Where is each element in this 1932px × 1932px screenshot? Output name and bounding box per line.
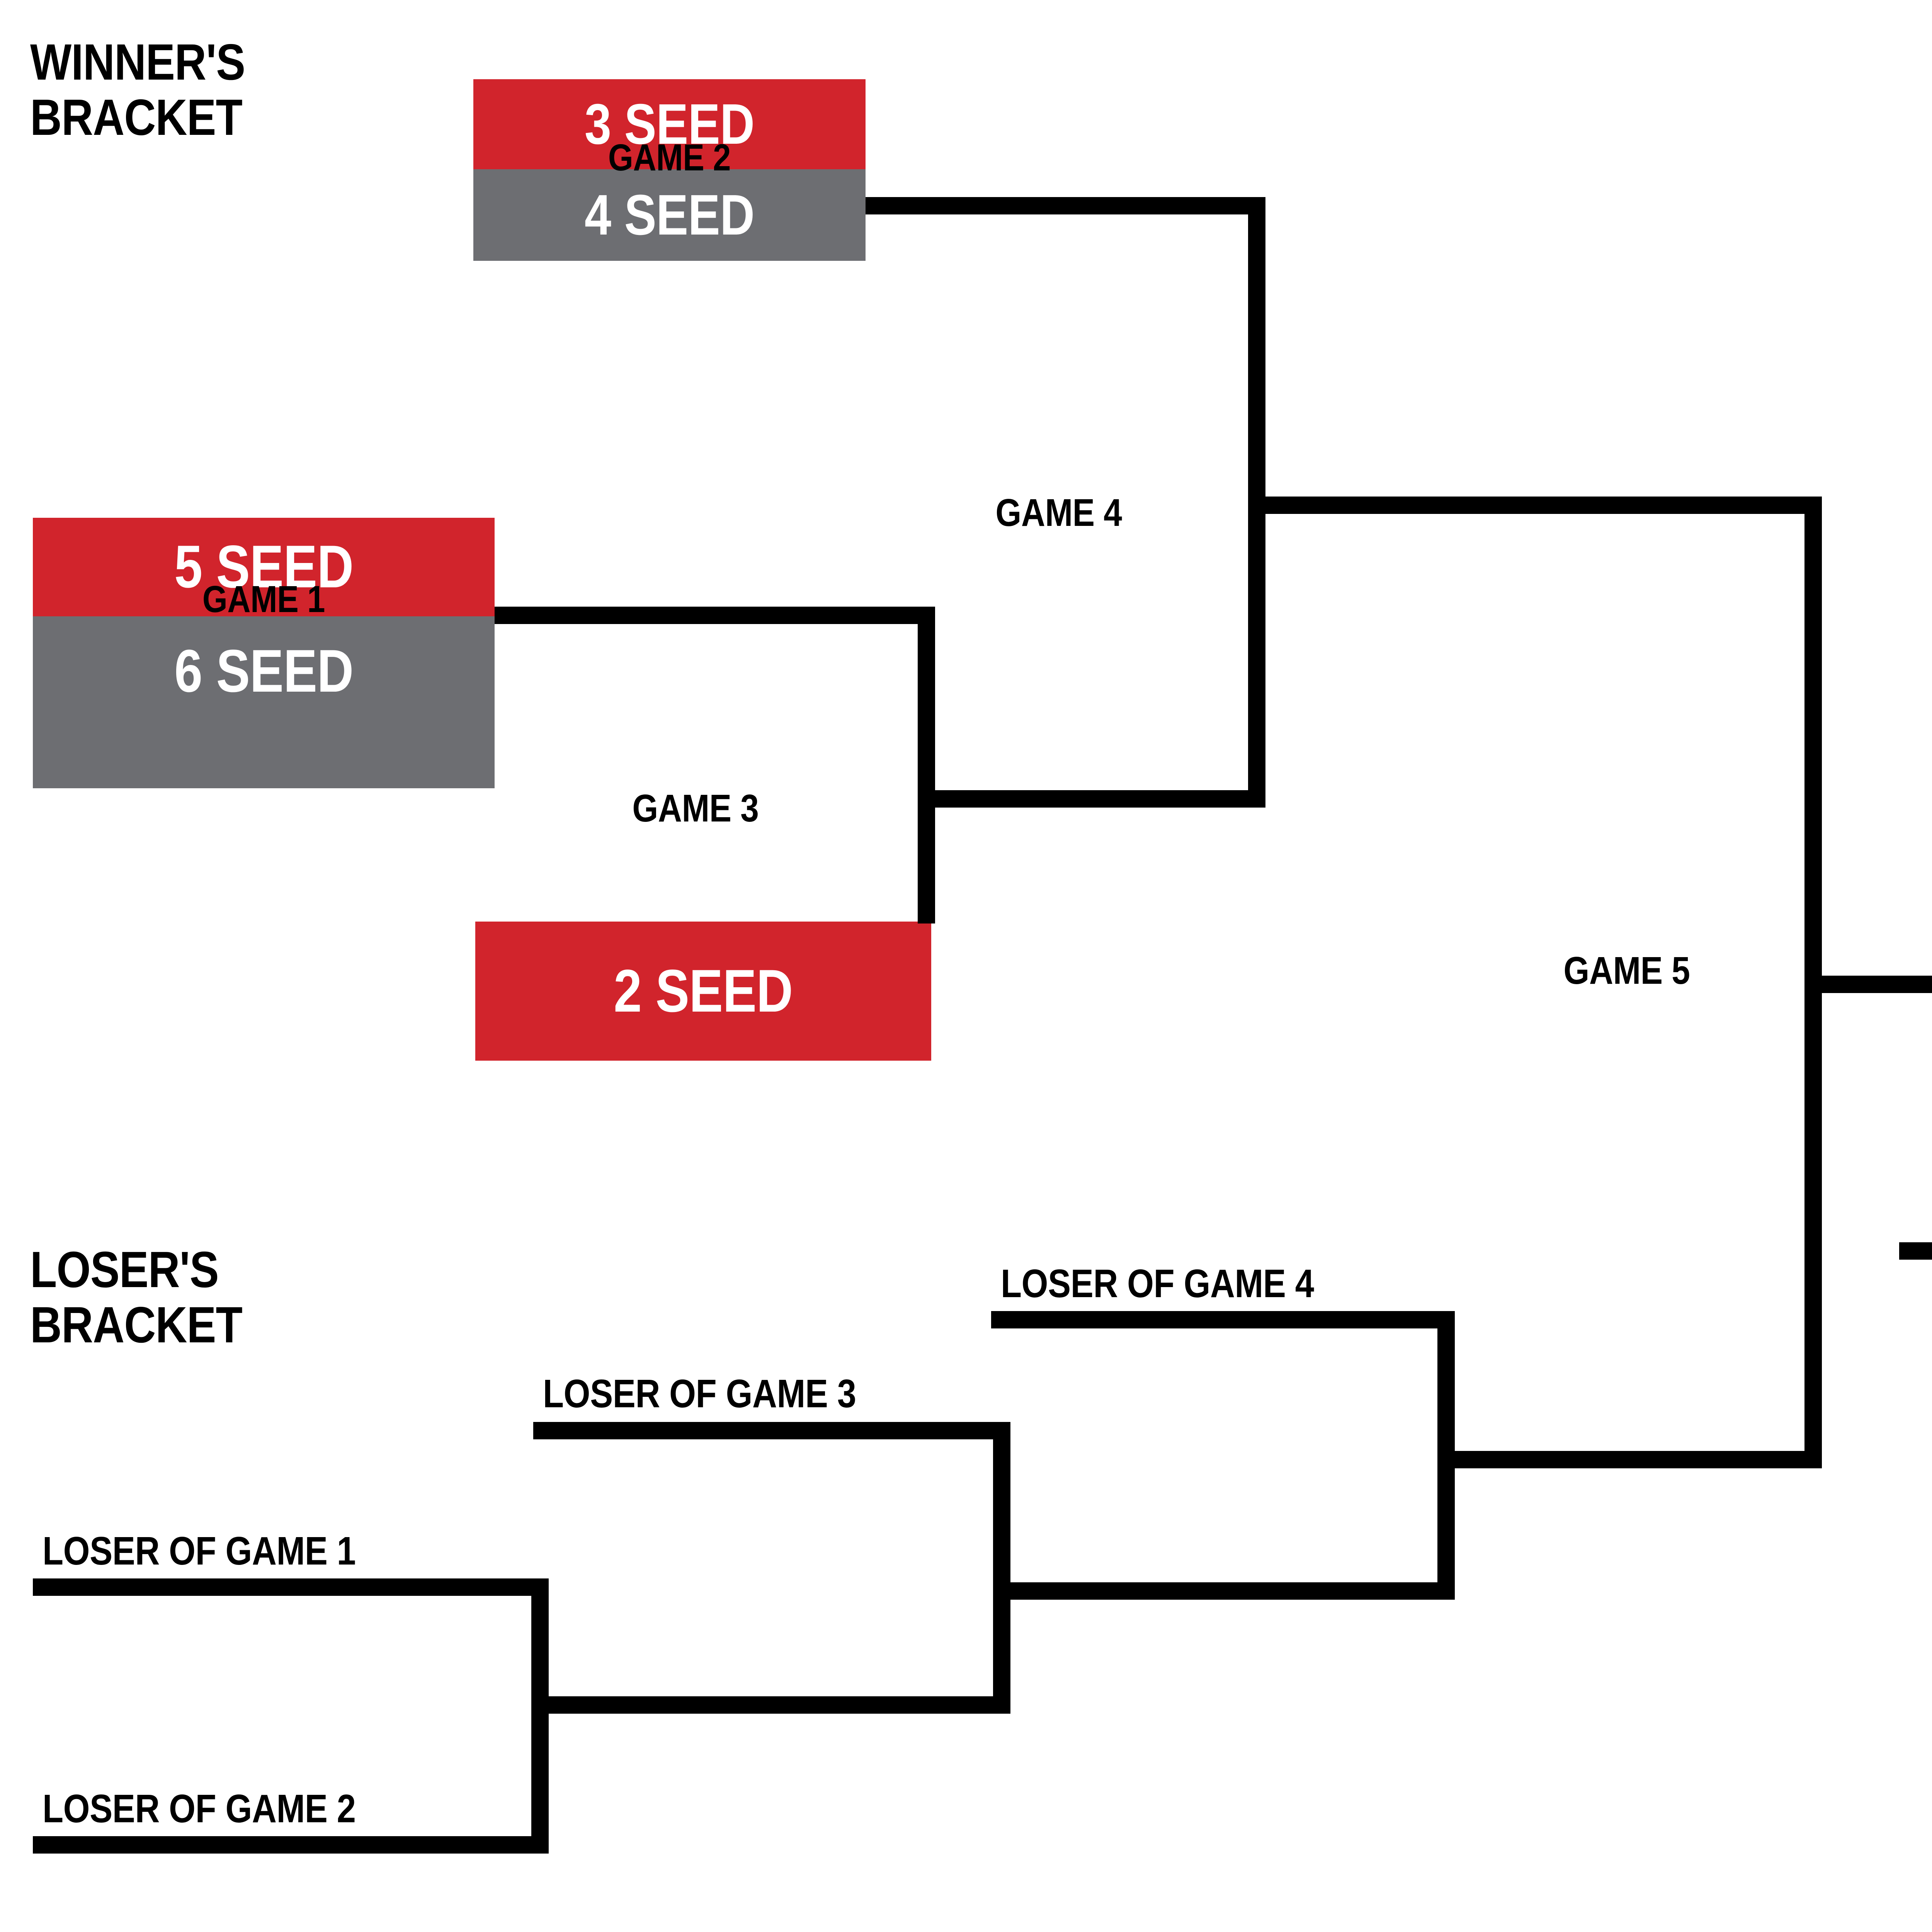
winners-bracket-title: WINNER'S BRACKET: [30, 34, 245, 146]
game-4-label: GAME 4: [995, 491, 1122, 534]
matchup-game-2[interactable]: 3 SEED 4 SEED: [473, 79, 866, 261]
losers-r2-vertical: [993, 1422, 1010, 1714]
seed-slot-5-seed[interactable]: 5 SEED: [33, 518, 495, 616]
loser-of-game-4-label: LOSER OF GAME 4: [1001, 1261, 1314, 1306]
loser-of-game-5-label: LOSER OF GAME 5: [1921, 1144, 1932, 1189]
losers-bracket-title: LOSER'S BRACKET: [30, 1241, 243, 1353]
loser-of-game-5-top-line: [1822, 976, 1932, 993]
seed-label-4-seed: 4 SEED: [584, 183, 755, 247]
connector-game3-vertical: [918, 607, 935, 923]
matchup-two-seed[interactable]: 2 SEED: [475, 922, 931, 1061]
seed-label-2-seed: 2 SEED: [614, 957, 793, 1025]
seed-label-3-seed: 3 SEED: [584, 92, 755, 156]
loser-of-game-1-label: LOSER OF GAME 1: [43, 1529, 356, 1573]
connector-game5-vertical: [1804, 497, 1822, 1468]
loser-of-game-2-label: LOSER OF GAME 2: [43, 1786, 356, 1831]
seed-slot-3-seed[interactable]: 3 SEED: [473, 79, 866, 169]
seed-slot-4-seed[interactable]: 4 SEED: [473, 169, 866, 261]
losers-r3-vertical: [1437, 1311, 1455, 1600]
game-3-label: GAME 3: [632, 787, 759, 830]
if-necessary-note: IF NECESSARY: [1909, 1201, 1932, 1240]
connector-game2-to-game4: [866, 197, 1265, 214]
game-2-label: GAME 2: [608, 136, 731, 179]
connector-game4-to-game5: [1248, 497, 1822, 514]
game-1-label: GAME 1: [202, 578, 325, 620]
loser-of-game-4-line: [991, 1311, 1455, 1328]
seed-label-5-seed: 5 SEED: [174, 533, 354, 600]
loser-of-game-2-line: [33, 1836, 549, 1854]
seed-slot-6-seed[interactable]: 6 SEED: [33, 616, 495, 788]
matchup-game-1[interactable]: 5 SEED 6 SEED: [33, 518, 495, 788]
loser-of-game-3-line: [533, 1422, 1010, 1439]
loser-of-game-3-label: LOSER OF GAME 3: [543, 1371, 856, 1416]
connector-losers-to-game5: [1447, 1451, 1822, 1468]
connector-game3-to-game4: [918, 790, 1265, 808]
seed-label-6-seed: 6 SEED: [174, 638, 354, 705]
loser-of-game-1-line: [33, 1578, 549, 1596]
seed-slot-2-seed[interactable]: 2 SEED: [475, 922, 931, 1061]
losers-r1-vertical: [531, 1578, 549, 1854]
connector-game1-to-game3: [495, 607, 935, 624]
game-5-label: GAME 5: [1563, 949, 1690, 992]
connector-losers-r1-to-r2: [531, 1696, 1010, 1714]
loser-of-game-5-bottom-line: [1899, 1242, 1932, 1260]
connector-losers-r2-to-r3: [993, 1582, 1455, 1600]
